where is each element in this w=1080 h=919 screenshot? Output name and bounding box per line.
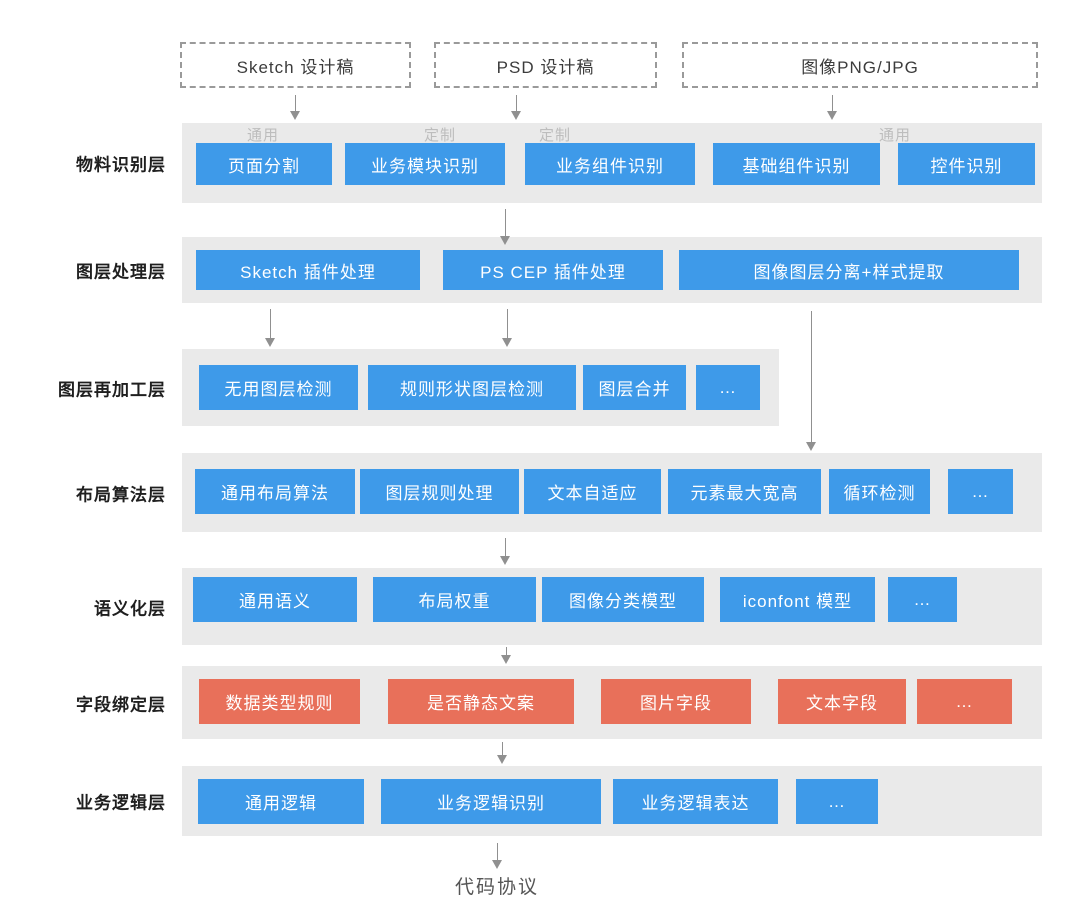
arrow-down-icon [827,111,837,120]
module-box: … [917,679,1012,724]
module-box: 是否静态文案 [388,679,574,724]
arrow-line [504,538,506,559]
arrow-line [294,95,296,114]
module-box: 文本自适应 [524,469,661,514]
module-box: … [888,577,957,622]
module-box: PS CEP 插件处理 [443,250,663,290]
layer-title: 图层处理层 [76,262,166,282]
arrow-line [506,309,508,341]
module-box: 数据类型规则 [199,679,360,724]
arrow-line [504,209,506,239]
layer-title: 布局算法层 [76,485,166,504]
arrow-down-icon [806,442,816,451]
module-box: 控件识别 [898,143,1035,185]
arrow-down-icon [500,556,510,565]
module-box: 通用逻辑 [198,779,364,824]
layer-title: 业务逻辑层 [76,793,166,813]
module-box: 图片字段 [601,679,751,724]
module-box: … [696,365,760,410]
module-box: 业务逻辑识别 [381,779,601,824]
layer-title: 图层再加工层 [58,380,166,399]
module-box: 文本字段 [778,679,906,724]
arrow-down-icon [501,655,511,664]
arrow-down-icon [511,111,521,120]
module-box: Sketch 插件处理 [196,250,420,290]
category-tag: 定制 [538,127,572,144]
arrow-line [810,311,812,445]
layer-title: 物料识别层 [76,155,166,175]
module-box: 无用图层检测 [199,365,358,410]
arrow-down-icon [492,860,502,869]
category-tag: 通用 [878,127,912,144]
arrow-down-icon [265,338,275,347]
source-box: 图像PNG/JPG [682,42,1038,88]
module-box: 元素最大宽高 [668,469,821,514]
module-box: 规则形状图层检测 [368,365,576,410]
source-box: PSD 设计稿 [434,42,657,88]
arrow-line [831,95,833,114]
arrow-line [515,95,517,114]
module-box: 循环检测 [829,469,930,514]
module-box: 布局权重 [373,577,536,622]
module-box: 图像分类模型 [542,577,704,622]
module-box: 基础组件识别 [713,143,880,185]
category-tag: 定制 [423,127,457,144]
arrow-line [501,742,503,758]
arrow-line [505,647,507,658]
module-box: 图像图层分离+样式提取 [679,250,1019,290]
module-box: 业务模块识别 [345,143,505,185]
module-box: 通用布局算法 [195,469,355,514]
arrow-line [496,843,498,863]
arrow-down-icon [502,338,512,347]
module-box: 页面分割 [196,143,332,185]
arrow-down-icon [290,111,300,120]
module-box: … [796,779,878,824]
module-box: 业务组件识别 [525,143,695,185]
module-box: 通用语义 [193,577,357,622]
arrow-down-icon [500,236,510,245]
module-box: 图层合并 [583,365,686,410]
layer-title: 语义化层 [94,599,166,618]
source-box: Sketch 设计稿 [180,42,411,88]
layer-title: 字段绑定层 [76,695,166,714]
module-box: iconfont 模型 [720,577,875,622]
arrow-line [269,309,271,341]
module-box: 业务逻辑表达 [613,779,778,824]
output-label: 代码协议 [454,877,540,898]
arrow-down-icon [497,755,507,764]
module-box: 图层规则处理 [360,469,519,514]
category-tag: 通用 [246,127,280,144]
module-box: … [948,469,1013,514]
